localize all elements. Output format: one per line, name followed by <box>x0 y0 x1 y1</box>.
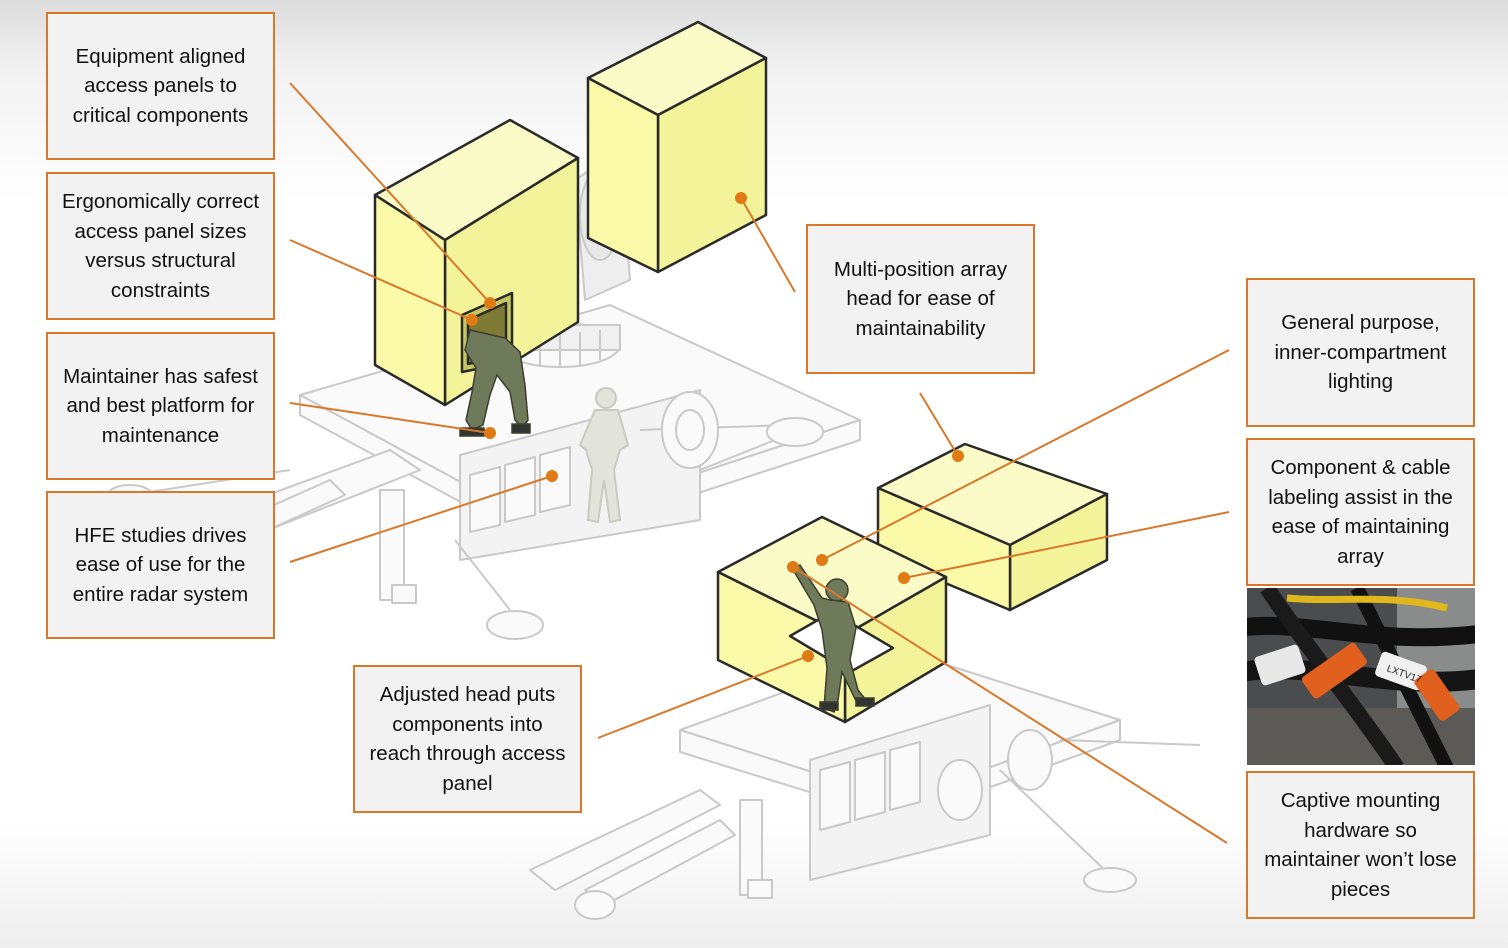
marker-dot <box>546 470 558 482</box>
callout-general-lighting: General purpose, inner-compartment light… <box>1246 278 1475 427</box>
marker-dot <box>484 297 496 309</box>
callout-component-labeling: Component & cable labeling assist in the… <box>1246 438 1475 586</box>
leader-hfe-studies <box>289 475 553 563</box>
callout-captive-hardware: Captive mounting hardware so maintainer … <box>1246 771 1475 919</box>
marker-dots <box>466 192 964 662</box>
leader-ergonomic-panels <box>289 239 473 321</box>
leader-captive-hardware <box>792 566 1228 844</box>
maintainer-figure-upper <box>459 329 531 437</box>
marker-dot <box>952 450 964 462</box>
cable-labeling-photo: LXTV17 <box>1247 588 1475 765</box>
marker-dot <box>787 561 799 573</box>
marker-dot <box>466 314 478 326</box>
leader-multi-position-upper <box>740 197 796 293</box>
upper-array-right-block <box>586 20 768 274</box>
callout-equipment-aligned: Equipment aligned access panels to criti… <box>46 12 275 160</box>
leader-equipment-aligned <box>289 82 491 304</box>
callout-ergonomic-panels: Ergonomically correct access panel sizes… <box>46 172 275 320</box>
leader-general-lighting <box>821 349 1230 561</box>
marker-dot <box>484 427 496 439</box>
leader-component-labeling <box>903 511 1230 579</box>
callout-maintainer-platform: Maintainer has safest and best platform … <box>46 332 275 480</box>
callout-hfe-studies: HFE studies drives ease of use for the e… <box>46 491 275 639</box>
marker-dot <box>735 192 747 204</box>
marker-dot <box>898 572 910 584</box>
marker-dot <box>802 650 814 662</box>
standing-maintainer-figure <box>578 387 630 524</box>
callout-adjusted-head: Adjusted head puts components into reach… <box>353 665 582 813</box>
lower-array-front-block <box>716 515 948 724</box>
lower-array-rear-block <box>876 442 1109 612</box>
leader-maintainer-platform <box>289 402 491 434</box>
maintainer-figure-lower <box>790 564 875 713</box>
leader-multi-position-lower <box>919 392 959 457</box>
marker-dot <box>816 554 828 566</box>
leader-adjusted-head <box>597 655 809 739</box>
callout-multi-position: Multi-position array head for ease of ma… <box>806 224 1035 374</box>
leader-lines <box>289 82 1230 844</box>
